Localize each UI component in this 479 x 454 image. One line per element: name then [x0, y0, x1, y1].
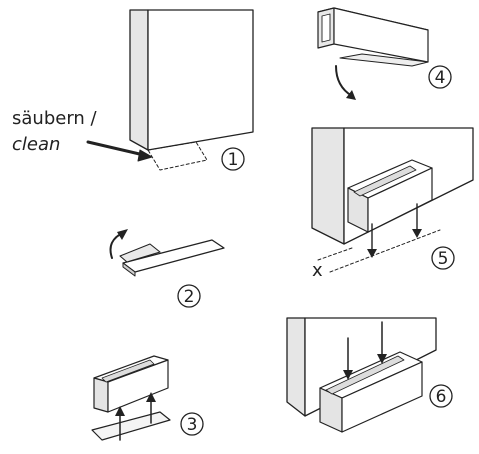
peel-arrowhead: [117, 229, 128, 240]
offset-line-b: [329, 229, 441, 273]
step-5-number: 5: [438, 249, 449, 269]
step-1-illustration: säubern / clean 1: [12, 9, 254, 171]
step-4-number: 4: [435, 68, 446, 88]
door-face: [147, 9, 254, 151]
align-arrowhead-right: [412, 229, 422, 238]
holder-groove: [101, 359, 155, 383]
distance-marker-x: x: [312, 260, 323, 281]
press-arrowhead-right: [146, 392, 156, 402]
liner-removed: [339, 53, 429, 67]
remove-curve-arrow: [335, 65, 353, 97]
remove-arrowhead: [346, 90, 356, 100]
step-3-number: 3: [187, 415, 198, 435]
holder-end: [93, 377, 109, 413]
holder-front-5: [367, 167, 433, 233]
clean-label-de: säubern /: [12, 108, 98, 129]
offset-line-a: [317, 247, 353, 261]
step-3-illustration: 3: [91, 355, 204, 441]
tape-peeled-liner: [119, 243, 161, 263]
step-6-number: 6: [436, 387, 447, 407]
tape-base: [91, 411, 171, 441]
holder-front-6: [341, 361, 423, 433]
step-1-number: 1: [228, 150, 239, 170]
press-arrowhead-6-right: [377, 354, 387, 364]
step-4-badge: [428, 65, 452, 89]
step-1-badge: [221, 147, 245, 171]
pointer-arrowhead: [137, 149, 153, 162]
step-5-illustration: x 5: [311, 127, 474, 281]
holder-front: [107, 359, 169, 413]
step-6-badge: [429, 384, 453, 408]
pointer-arrow: [86, 140, 150, 158]
holder-slot-4: [321, 13, 331, 43]
holder-groove-6: [325, 355, 405, 395]
align-arrowhead-left: [367, 249, 377, 258]
door-edge: [129, 9, 149, 151]
step-2-badge: [177, 284, 201, 308]
step-6-illustration: 6: [286, 317, 453, 433]
press-arrowhead-6-left: [343, 370, 353, 380]
tape-edge: [122, 262, 136, 277]
holder-groove-5: [353, 165, 417, 197]
holder-front-4: [333, 7, 429, 63]
press-arrowhead-left: [115, 406, 125, 416]
step-5-badge: [431, 246, 455, 270]
step-3-badge: [180, 412, 204, 436]
clean-label-en: clean: [12, 134, 60, 155]
step-4-illustration: 4: [317, 7, 452, 100]
panel5-wall-edge: [311, 127, 345, 245]
step-2-illustration: 2: [109, 229, 225, 308]
step-2-number: 2: [184, 287, 195, 307]
panel6-wall-edge: [286, 317, 306, 417]
